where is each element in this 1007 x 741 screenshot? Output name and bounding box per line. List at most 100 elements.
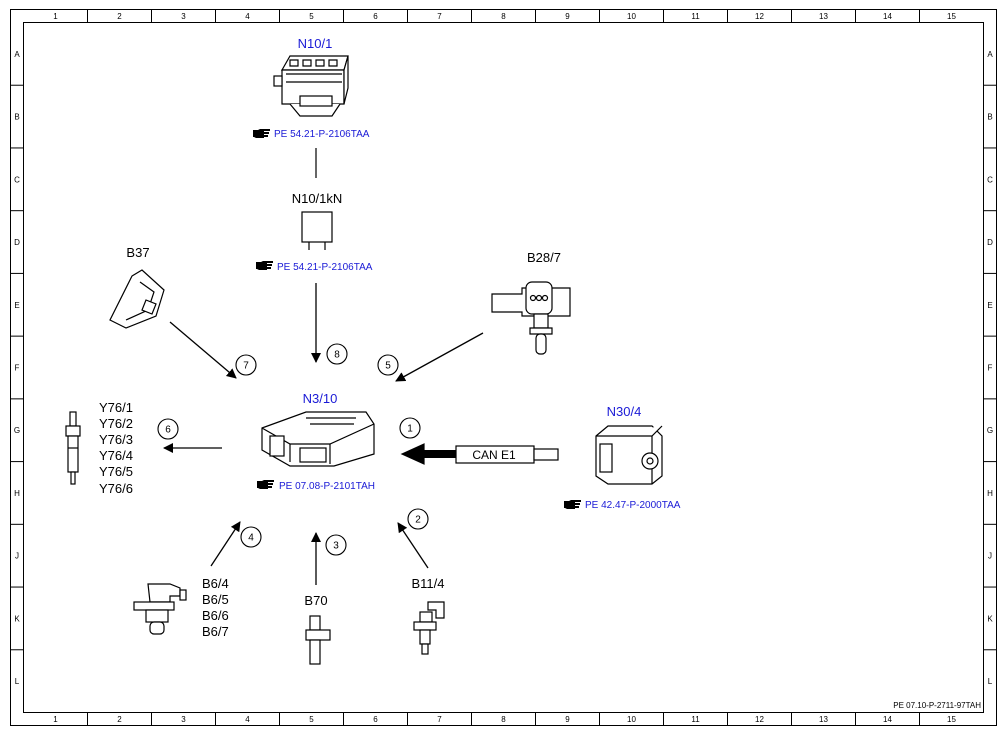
signal-number: 4 [248,533,254,544]
column-label: 7 [437,12,442,21]
signal-number: 1 [407,424,413,435]
injector-icon [65,411,81,485]
row-label: K [987,614,993,623]
row-label: A [987,50,993,59]
row-label: L [988,677,993,686]
abs-control-unit-icon [595,425,663,485]
signal-number: 8 [334,350,340,361]
row-label: E [14,301,19,310]
column-label: 2 [117,715,122,724]
column-labels: 1122334455667788991010111112121313141415… [53,12,956,724]
signal-number-marker: 1 [399,417,421,439]
n30-4-label: N30/4 [607,404,642,419]
b70-label: B70 [304,593,327,608]
y76-label: Y76/1 [99,400,133,415]
column-label: 10 [627,715,636,724]
column-label: 8 [501,715,506,724]
coolant-temperature-sensor-icon [413,601,445,655]
signal-number: 6 [165,425,171,436]
signal-number-marker: 8 [326,343,348,365]
b6-label: B6/4 [202,576,229,591]
crankshaft-sensor-icon [305,615,331,665]
column-label: 4 [245,12,250,21]
signal-arrow-5 [395,332,484,382]
n3-10-reference-link[interactable]: PE 07.08-P-2101TAH [279,481,375,492]
column-label: 12 [755,12,764,21]
can-bus-label: CAN E1 [472,448,516,462]
column-label: 2 [117,12,122,21]
row-label: F [988,364,993,373]
column-label: 9 [565,715,570,724]
row-label: D [14,238,20,247]
n10-1-module-icon [273,55,349,117]
relay-icon [301,211,333,250]
column-label: 14 [883,715,892,724]
row-label: C [987,175,993,184]
signal-markers: 1 2 3 4 5 6 7 8 [157,343,429,556]
signal-number-marker: 3 [325,534,347,556]
row-label: E [987,301,992,310]
document-id: PE 07.10-P-2711-97TAH [893,701,981,710]
signal-number: 5 [385,361,391,372]
column-label: 15 [947,715,956,724]
row-label: K [14,614,20,623]
row-label: C [14,175,20,184]
signal-number-marker: 6 [157,418,179,440]
column-label: 15 [947,12,956,21]
signal-number: 3 [333,541,339,552]
column-label: 8 [501,12,506,21]
b37-label: B37 [126,245,149,260]
column-label: 4 [245,715,250,724]
signal-number: 2 [415,515,421,526]
b6-label: B6/5 [202,592,229,607]
row-label: J [988,552,992,561]
row-label: B [14,113,19,122]
n10-1kn-reference-link[interactable]: PE 54.21-P-2106TAA [277,262,373,273]
column-label: 5 [309,12,314,21]
row-label: H [14,489,20,498]
n10-1-reference-link[interactable]: PE 54.21-P-2106TAA [274,129,370,140]
column-label: 3 [181,12,186,21]
column-label: 3 [181,715,186,724]
column-label: 11 [691,12,700,21]
y76-label: Y76/4 [99,448,133,463]
b6-label: B6/6 [202,608,229,623]
column-label: 7 [437,715,442,724]
signal-number: 7 [243,361,249,372]
row-label: H [987,489,993,498]
n10-1-label: N10/1 [298,36,333,51]
b28-7-label: B28/7 [527,250,561,265]
row-label: L [15,677,20,686]
b11-4-label: B11/4 [411,576,444,591]
row-label: J [15,552,19,561]
pointing-hand-icon [257,480,274,489]
y76-label: Y76/5 [99,464,133,479]
camshaft-sensor-icon [133,583,187,635]
y76-injector-labels: Y76/1 Y76/2 Y76/3 Y76/4 Y76/5 Y76/6 [99,400,133,496]
signal-arrows [163,283,484,585]
drawing-frame [10,9,997,726]
y76-label: Y76/6 [99,481,133,496]
column-label: 9 [565,12,570,21]
b6-sensor-labels: B6/4 B6/5 B6/6 B6/7 [202,576,229,639]
signal-number-marker: 5 [377,354,399,376]
y76-label: Y76/2 [99,416,133,431]
column-label: 1 [53,12,58,21]
pressure-sensor-icon [491,281,571,355]
n10-1kn-label: N10/1kN [292,191,343,206]
column-label: 6 [373,715,378,724]
pedal-sensor-icon [109,269,165,329]
row-label: A [14,50,20,59]
signal-number-marker: 4 [240,526,262,548]
column-label: 1 [53,715,58,724]
n30-4-reference-link[interactable]: PE 42.47-P-2000TAA [585,500,681,511]
row-label: G [14,426,20,435]
column-label: 12 [755,715,764,724]
column-label: 13 [819,715,828,724]
row-label: B [987,113,992,122]
pointing-hand-icon [564,500,581,509]
signal-arrow-4 [210,521,241,567]
signal-arrow-7 [169,321,237,379]
